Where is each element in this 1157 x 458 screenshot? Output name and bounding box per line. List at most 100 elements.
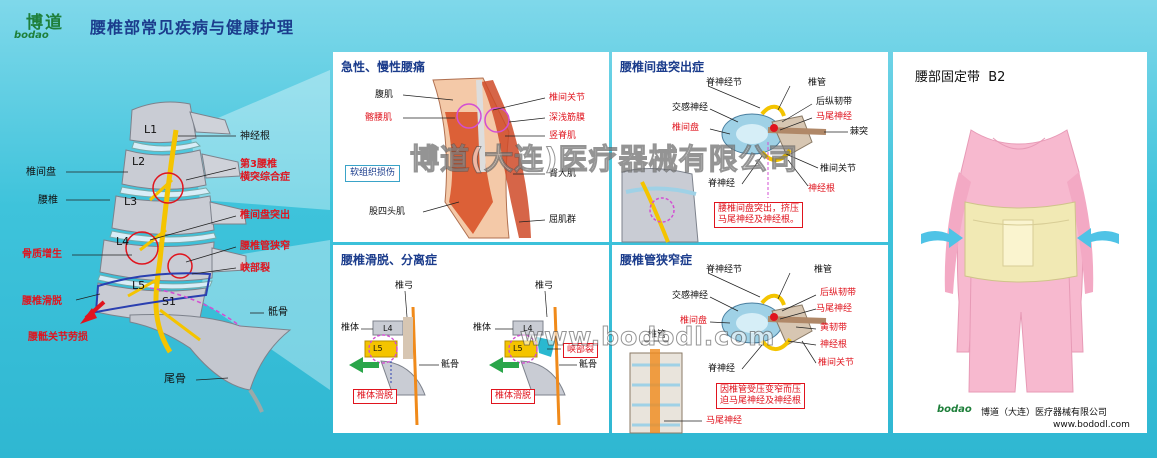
slip-right-l4: L4 <box>523 324 533 333</box>
marker-l4 <box>125 231 159 265</box>
disc-label-pll: 后纵韧带 <box>816 97 853 107</box>
slip-left-body: 椎体 <box>341 323 360 333</box>
disc-label-spinous: 棘突 <box>850 127 869 137</box>
acute-label-quadriceps: 股四头肌 <box>369 207 406 217</box>
website: www.bododl.com <box>1053 420 1130 430</box>
slip-left-sacrum: 骶骨 <box>441 360 460 370</box>
label-spondylolisthesis: 腰椎滑脱 <box>22 296 62 307</box>
panel-acute-title: 急性、慢性腰痛 <box>341 60 426 74</box>
slip-left-arch: 椎弓 <box>395 281 414 291</box>
disc-label-sympathetic: 交感神经 <box>672 103 709 113</box>
acute-label-fascia: 深浅筋膜 <box>549 113 586 123</box>
footer-brand-logo: bodao <box>937 404 972 415</box>
stenosis-note-line1: 因椎管受压变窄而压 <box>720 385 802 395</box>
label-lumbosacral-strain: 腰骶关节劳损 <box>28 332 88 343</box>
stenosis-note: 因椎管受压变窄而压 迫马尾神经及神经根 <box>716 383 806 409</box>
marker-stenosis <box>167 253 193 279</box>
panel-stenosis-title: 腰椎管狭窄症 <box>620 253 693 267</box>
acute-label-iliopsoas: 髂腰肌 <box>365 113 393 123</box>
slip-right-box: 椎体滑脱 <box>491 389 536 404</box>
panel-disc-herniation: 腰椎间盘突出症 脊神经节 椎管 交感神经 <box>612 52 888 243</box>
label-nerve-root: 神经根 <box>240 131 270 142</box>
label-l3-syndrome-1: 第3腰椎 <box>240 159 277 170</box>
disc-svg <box>621 85 848 243</box>
acute-label-erector: 竖脊肌 <box>549 131 577 141</box>
acute-label-abdominal: 腹肌 <box>375 90 394 100</box>
stenosis-label-ganglion: 脊神经节 <box>706 265 743 275</box>
slip-right-body: 椎体 <box>473 323 492 333</box>
label-coccyx: 尾骨 <box>164 372 186 385</box>
disc-label-disc: 椎间盘 <box>672 123 700 133</box>
label-disc-herniation: 椎间盘突出 <box>240 210 290 221</box>
stenosis-label-canal-small: 椎管 <box>648 330 667 340</box>
product-title: 腰部固定带 B2 <box>915 70 1006 85</box>
disc-label-spinal-nerve: 脊神经 <box>708 179 736 189</box>
product-svg <box>921 129 1119 393</box>
disc-note: 腰椎间盘突出，挤压 马尾神经及神经根。 <box>714 202 804 228</box>
vertebra-s1: S1 <box>162 295 176 308</box>
disc-note-line2: 马尾神经及神经根。 <box>718 215 800 225</box>
acute-label-facet: 椎间关节 <box>549 93 586 103</box>
acute-muscle-svg <box>402 77 546 239</box>
label-l3-syndrome-2: 横突综合症 <box>240 172 290 183</box>
acute-label-gluteus: 臀大肌 <box>549 169 577 179</box>
slip-arrow-head <box>80 308 97 324</box>
vertebra-l1: L1 <box>144 123 158 136</box>
panel-spondylolisthesis: 腰椎滑脱、分离症 <box>333 245 609 433</box>
label-sacrum: 骶骨 <box>268 307 288 318</box>
stenosis-label-pll: 后纵韧带 <box>820 288 857 298</box>
label-lumbar: 腰椎 <box>38 195 58 206</box>
watermark-url: www.bododl.com <box>519 322 776 352</box>
disc-label-facet: 椎间关节 <box>820 164 857 174</box>
slip-right-sacrum: 骶骨 <box>579 360 598 370</box>
stenosis-label-spinal-nerve: 脊神经 <box>708 364 736 374</box>
panel-acute-chronic: 急性、慢性腰痛 腹肌 髂腰肌 股四头肌 椎间关节 深浅筋膜 竖脊肌 臀大肌 屈肌… <box>333 52 609 242</box>
panel-disc-title: 腰椎间盘突出症 <box>620 60 705 74</box>
spine-illustration: L1 L2 L3 L4 L5 S1 椎间盘 腰椎 骨质增生 腰椎滑脱 腰骶关节劳… <box>0 70 330 413</box>
disc-label-cauda: 马尾神经 <box>816 112 853 122</box>
stenosis-label-disc: 椎间盘 <box>680 316 708 326</box>
vertebra-l5: L5 <box>132 279 146 292</box>
stenosis-label-facet: 椎间关节 <box>818 358 855 368</box>
stenosis-label-root: 神经根 <box>820 340 848 350</box>
label-bone-spur: 骨质增生 <box>22 249 62 260</box>
page-title: 腰椎部常见疾病与健康护理 <box>90 18 295 37</box>
compress-arrow-right <box>1077 228 1119 248</box>
panel-product: 腰部固定带 B2 bodao 博道（大连）医疗器械有限公司 www.bododl… <box>893 52 1147 433</box>
acute-box-soft-tissue: 软组织损伤 <box>345 165 401 182</box>
stenosis-label-flavum: 黄韧带 <box>820 323 848 333</box>
stenosis-note-line2: 迫马尾神经及神经根 <box>720 396 802 406</box>
slip-left-l5: L5 <box>373 344 383 353</box>
vertebra-l4: L4 <box>116 235 130 248</box>
slip-right-arch: 椎弓 <box>535 281 554 291</box>
label-isthmic-defect: 峡部裂 <box>240 263 270 274</box>
stenosis-label-cauda: 马尾神经 <box>816 304 853 314</box>
panel-canal-stenosis: 腰椎管狭窄症 脊神经节 椎管 交感神经 <box>612 245 888 434</box>
watermark-company: 博道(大连)医疗器械有限公司 <box>410 142 799 177</box>
vertebra-l2: L2 <box>132 155 146 168</box>
panel-slip-title: 腰椎滑脱、分离症 <box>341 253 438 267</box>
compress-arrow-left <box>921 228 963 248</box>
spine-svg <box>66 70 330 413</box>
vertebra-l3: L3 <box>124 195 138 208</box>
slip-svg <box>349 290 577 426</box>
slip-left-box: 椎体滑脱 <box>353 389 398 404</box>
stenosis-label-cauda-bottom: 马尾神经 <box>706 416 743 426</box>
disc-label-canal: 椎管 <box>808 78 827 88</box>
disc-label-ganglion: 脊神经节 <box>706 78 743 88</box>
disc-note-line1: 腰椎间盘突出，挤压 <box>718 204 800 214</box>
label-canal-stenosis: 腰椎管狭窄 <box>240 241 290 252</box>
slip-right-defect: 峡部裂 <box>563 343 599 358</box>
logo-mark: 博道 <box>26 13 64 33</box>
slip-right-l5: L5 <box>513 344 523 353</box>
brand-logo: 博道 bodao <box>12 8 72 44</box>
stenosis-label-canal: 椎管 <box>814 265 833 275</box>
acute-label-flexors: 屈肌群 <box>549 215 577 225</box>
label-disc: 椎间盘 <box>26 167 56 178</box>
stenosis-label-sympathetic: 交感神经 <box>672 291 709 301</box>
company-name: 博道（大连）医疗器械有限公司 <box>981 408 1108 418</box>
slip-left-l4: L4 <box>383 324 393 333</box>
disc-label-root: 神经根 <box>808 184 836 194</box>
beam-2 <box>200 240 330 390</box>
